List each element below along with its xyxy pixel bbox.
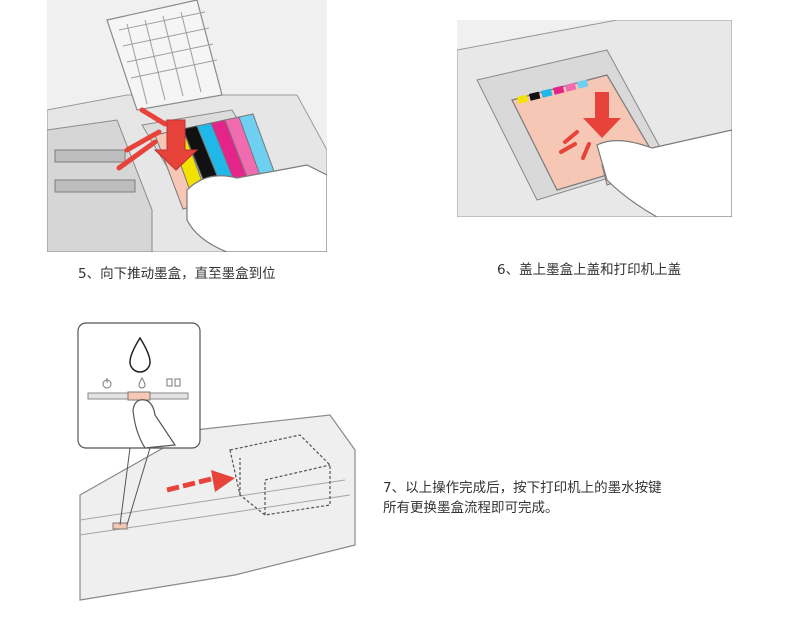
- step5-illustration: [47, 0, 327, 252]
- press-arrow: [559, 92, 621, 160]
- push-arrow: [116, 107, 199, 171]
- button-panel-zoom: [77, 322, 201, 526]
- direction-arrow: [166, 470, 235, 493]
- cartridge-lid: [106, 0, 223, 111]
- step6-illustration: [457, 20, 732, 217]
- cartridge-outline: [229, 434, 331, 516]
- step7-caption: 7、以上操作完成后，按下打印机上的墨水按键 所有更换墨盒流程即可完成。: [383, 478, 662, 518]
- step7-illustration: [75, 320, 360, 602]
- step5-caption: 5、向下推动墨盒，直至墨盒到位: [78, 266, 276, 282]
- step7-caption-line2: 所有更换墨盒流程即可完成。: [383, 500, 559, 516]
- paper-icon: [166, 378, 181, 387]
- step6-caption: 6、盖上墨盒上盖和打印机上盖: [497, 262, 682, 278]
- power-icon: [102, 378, 112, 389]
- ink-drop-icon: [138, 377, 146, 389]
- step7-caption-line1: 7、以上操作完成后，按下打印机上的墨水按键: [383, 480, 662, 496]
